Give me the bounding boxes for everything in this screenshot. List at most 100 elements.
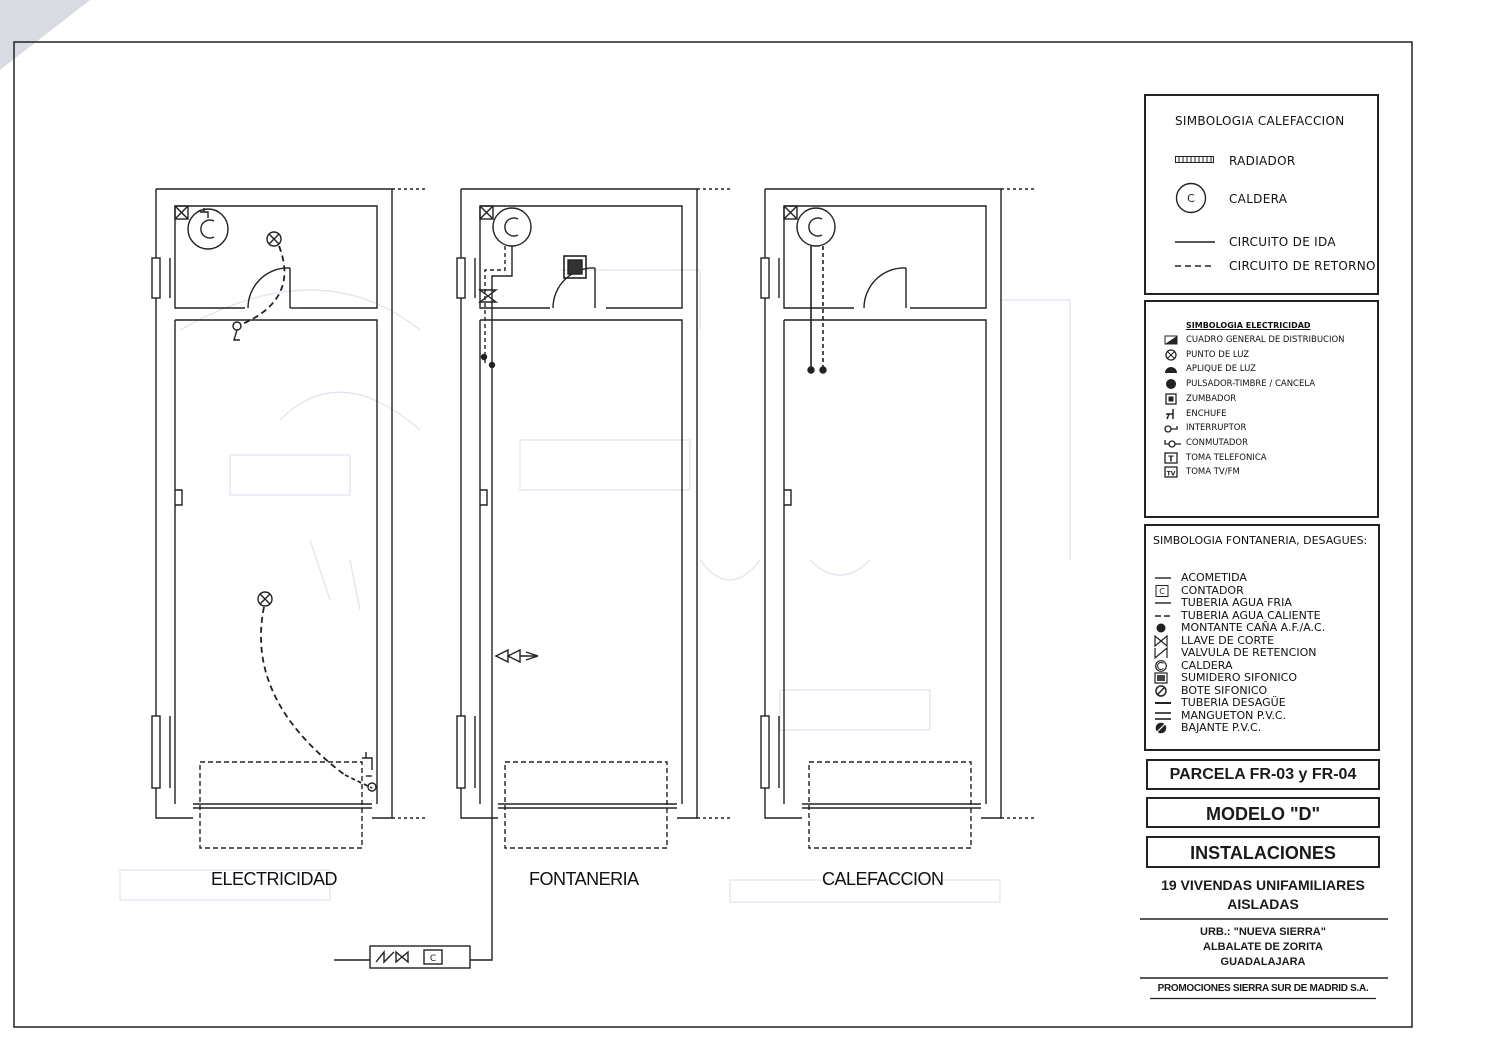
distribution-board-icon <box>1164 335 1178 345</box>
legend-electricidad-item: TV TOMA TV/FM <box>1164 466 1374 479</box>
legend-electricidad-item: CUADRO GENERAL DE DISTRIBUCION <box>1164 334 1374 347</box>
socket-icon <box>1166 408 1174 419</box>
siphon-pot-icon <box>1155 684 1167 697</box>
legend-electricidad-item: ENCHUFE <box>1164 408 1374 421</box>
title-modelo: MODELO "D" <box>1205 804 1321 824</box>
legend-fontaneria-label: TUBERIA AGUA FRIA <box>1181 596 1292 609</box>
plan-title-calefaccion: CALEFACCION <box>822 869 944 889</box>
radiator-icon <box>1175 156 1214 163</box>
project-line-2: AISLADAS <box>1227 896 1299 912</box>
company-name: PROMOCIONES SIERRA SUR DE MADRID S.A. <box>1157 983 1369 994</box>
legend-fontaneria-label: CONTADOR <box>1181 583 1244 597</box>
wall-light-icon <box>1165 367 1177 374</box>
siphon-drain-icon <box>1154 672 1168 684</box>
meter-icon: C <box>1155 584 1169 597</box>
plan-calefaccion <box>760 188 1034 849</box>
legend-fontaneria-item: BOTE SIFONICO <box>1154 684 1374 697</box>
address-line-2: ALBALATE DE ZORITA <box>1203 941 1323 953</box>
legend-fontaneria-item: LLAVE DE CORTE <box>1154 634 1374 647</box>
legend-electricidad-item: T TOMA TELEFONICA <box>1164 451 1374 465</box>
legend-electricidad-item: INTERRUPTOR <box>1164 422 1374 435</box>
legend-electricidad-item: APLIQUE DE LUZ <box>1164 363 1374 376</box>
legend-fontaneria-label: CALDERA <box>1181 658 1233 672</box>
svg-text:T: T <box>1168 454 1174 463</box>
legend-circuito-ida: CIRCUITO DE IDA <box>1229 235 1336 249</box>
legend-fontaneria-item: TUBERIA AGUA FRIA <box>1154 596 1374 609</box>
supply-line-icon <box>1175 241 1215 243</box>
caldera-symbol: C <box>1187 192 1195 205</box>
legend-caldera: CALDERA <box>1229 192 1288 206</box>
legend-fontaneria-item: VALVULA DE RETENCION <box>1154 646 1374 659</box>
hot-pipe-icon <box>1155 614 1171 617</box>
legend-fontaneria-item: SUMIDERO SIFONICO <box>1154 671 1374 684</box>
project-line-1: 19 VIVENDAS UNIFAMILIARES <box>1161 877 1365 893</box>
buzzer-icon <box>1165 393 1177 405</box>
legend-electricidad-item: CONMUTADOR <box>1164 437 1374 450</box>
legend-electricidad-label: PUNTO DE LUZ <box>1186 349 1250 360</box>
address-line-3: GUADALAJARA <box>1220 956 1306 968</box>
legend-electricidad-item: PULSADOR-TIMBRE / CANCELA <box>1164 378 1374 391</box>
legend-fontaneria-item: TUBERIA DESAGÜE <box>1154 696 1374 709</box>
return-line-icon <box>1175 265 1215 267</box>
pvc-sleeve-icon <box>1155 711 1171 720</box>
legend-electricidad-label: TOMA TELEFONICA <box>1186 452 1267 463</box>
company-underline <box>1150 997 1376 1000</box>
legend-electricidad-label: APLIQUE DE LUZ <box>1186 364 1256 375</box>
address-line-1: URB.: "NUEVA SIERRA" <box>1200 926 1326 938</box>
legend-fontaneria-item: ACOMETIDA <box>1154 571 1374 584</box>
ghost-lines <box>119 269 1071 903</box>
legend-calefaccion-title: SIMBOLOGIA CALEFACCION <box>1175 114 1345 128</box>
legend-fontaneria-title: SIMBOLOGIA FONTANERIA, DESAGUES: <box>1153 534 1368 547</box>
legend-fontaneria-label: BAJANTE P.V.C. <box>1181 721 1262 734</box>
plan-electricidad <box>151 188 425 849</box>
switch-icon <box>1164 425 1178 433</box>
legend-electricidad-label: ZUMBADOR <box>1186 393 1237 404</box>
svg-text:C: C <box>1159 587 1165 596</box>
shutoff-valve-icon <box>1154 634 1168 647</box>
legend-fontaneria-item: TUBERIA AGUA CALIENTE <box>1154 608 1374 622</box>
title-parcela-box: PARCELA FR-03 y FR-04 <box>1146 759 1380 790</box>
two-way-switch-icon <box>1164 439 1181 448</box>
title-modelo-box: MODELO "D" <box>1146 797 1380 828</box>
light-point-icon <box>1165 349 1177 361</box>
legend-radiador: RADIADOR <box>1229 154 1296 168</box>
legend-fontaneria-item: BAJANTE P.V.C. <box>1154 721 1374 734</box>
legend-calefaccion: SIMBOLOGIA CALEFACCION RADIADOR C CALDER… <box>1144 94 1379 295</box>
title-instalaciones-box: INSTALACIONES <box>1146 836 1380 868</box>
legend-electricidad-item: PUNTO DE LUZ <box>1164 349 1374 362</box>
legend-fontaneria-label: TUBERIA DESAGÜE <box>1181 696 1286 709</box>
legend-electricidad-label: TOMA TV/FM <box>1186 467 1240 478</box>
legend-fontaneria-item: MONTANTE CAÑA A.F./A.C. <box>1154 621 1374 634</box>
legend-circuito-retorno: CIRCUITO DE RETORNO <box>1229 259 1376 273</box>
tv-outlet-icon: TV <box>1164 466 1178 478</box>
legend-fontaneria-item: MANGUETON P.V.C. <box>1154 709 1374 722</box>
legend-fontaneria-item: C CONTADOR <box>1154 583 1374 597</box>
riser-icon <box>1156 623 1166 633</box>
plan-title-electricidad: ELECTRICIDAD <box>211 869 338 889</box>
drain-pipe-icon <box>1155 702 1171 704</box>
legend-electricidad-label: CUADRO GENERAL DE DISTRIBUCION <box>1186 335 1345 345</box>
boiler-icon: C <box>1175 182 1207 214</box>
plan-fontaneria: C <box>334 188 730 969</box>
legend-electricidad-label: CONMUTADOR <box>1186 437 1249 448</box>
legend-fontaneria-label: VALVULA DE RETENCION <box>1181 646 1317 659</box>
check-valve-icon <box>1154 647 1168 659</box>
title-divider-1 <box>1140 918 1388 920</box>
legend-electricidad-label: PULSADOR-TIMBRE / CANCELA <box>1186 379 1316 390</box>
legend-fontaneria-label: ACOMETIDA <box>1181 571 1247 584</box>
legend-electricidad-label: ENCHUFE <box>1186 408 1227 419</box>
legend-fontaneria-label: TUBERIA AGUA CALIENTE <box>1181 608 1321 622</box>
svg-text:TV: TV <box>1167 471 1176 478</box>
sheet-frame <box>13 41 1413 1028</box>
legend-fontaneria: SIMBOLOGIA FONTANERIA, DESAGUES: ACOMETI… <box>1144 524 1380 751</box>
title-instalaciones: INSTALACIONES <box>1190 843 1336 863</box>
legend-fontaneria-item: CALDERA <box>1154 658 1374 672</box>
cold-pipe-icon <box>1155 602 1171 604</box>
push-button-icon <box>1166 379 1176 390</box>
title-parcela: PARCELA FR-03 y FR-04 <box>1169 766 1357 783</box>
legend-fontaneria-label: SUMIDERO SIFONICO <box>1181 671 1298 684</box>
legend-electricidad: SIMBOLOGIA ELECTRICIDAD CUADRO GENERAL D… <box>1144 300 1379 518</box>
phone-outlet-icon: T <box>1164 451 1178 464</box>
